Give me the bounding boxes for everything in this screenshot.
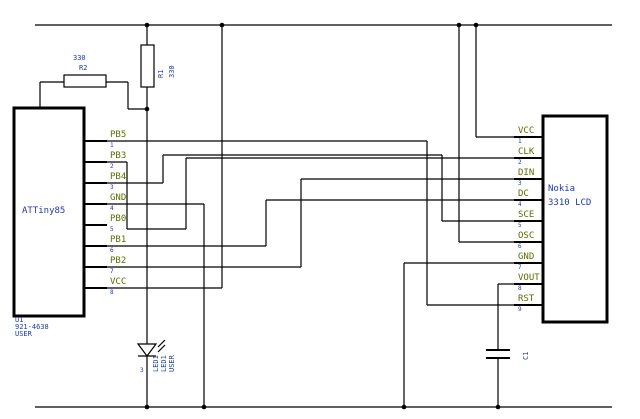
led-ref: LED1 xyxy=(152,355,160,372)
led-pin-num: 3 xyxy=(140,367,144,374)
mcu-pin-label-pb3: PB3 xyxy=(110,151,126,161)
lcd-pin-label-dc: DC xyxy=(518,189,529,199)
mcu-pin-num-4: 4 xyxy=(110,205,114,212)
junction-lcdvcc-top xyxy=(473,22,479,28)
r2-value: 330 xyxy=(73,54,86,62)
lcd-pin-label-sce: SCE xyxy=(518,210,534,220)
mcu-pin-num-2: 2 xyxy=(110,163,114,170)
lcd-pin-label-clk: CLK xyxy=(518,147,535,157)
mcu-part: 921-4638 xyxy=(15,323,49,331)
led-name: LED1 xyxy=(160,355,168,372)
lcd-pin-num-3: 3 xyxy=(518,180,522,187)
lcd-pin-num-6: 6 xyxy=(518,243,522,250)
junction-osc-top xyxy=(456,22,462,28)
lcd-pin-num-1: 1 xyxy=(518,138,522,145)
r2-ref: R2 xyxy=(79,64,87,72)
led-arrow-2 xyxy=(157,344,166,353)
lcd-pin-num-8: 8 xyxy=(518,285,522,292)
c1-ref: C1 xyxy=(522,352,530,360)
lcd-pin-label-vout: VOUT xyxy=(518,273,540,283)
r1-value: 330 xyxy=(168,65,176,78)
junction-r1-r2 xyxy=(144,106,150,112)
mcu-pin-label-pb1: PB1 xyxy=(110,235,126,245)
mcu-pin-num-6: 6 xyxy=(110,247,114,254)
r1-ref: R1 xyxy=(157,70,165,78)
r2-body xyxy=(63,74,107,88)
mcu-pin-label-gnd: GND xyxy=(110,193,126,203)
lcd-pin-num-9: 9 xyxy=(518,306,522,313)
mcu-pin-num-5: 5 xyxy=(110,226,114,233)
mcu-pin-label-pb4: PB4 xyxy=(110,172,126,182)
lcd-name-line1: Nokia xyxy=(548,184,575,194)
lcd-pin-num-4: 4 xyxy=(518,201,522,208)
led-user: USER xyxy=(168,354,176,372)
lcd-pin-label-gnd: GND xyxy=(518,252,534,262)
mcu-pin-label-pb0: PB0 xyxy=(110,214,126,224)
mcu-pin-label-pb5: PB5 xyxy=(110,130,126,140)
mcu-user: USER xyxy=(15,330,33,338)
lcd-pin-label-rst: RST xyxy=(518,294,535,304)
mcu-pin-num-7: 7 xyxy=(110,268,114,275)
lcd-pin-label-din: DIN xyxy=(518,168,534,178)
lcd-pin-num-7: 7 xyxy=(518,264,522,271)
mcu-body xyxy=(12,106,86,318)
mcu-pin-label-vcc: VCC xyxy=(110,277,126,287)
junction-mcu-gnd xyxy=(201,404,207,410)
r1-body xyxy=(140,44,155,88)
junction-lcd-gnd xyxy=(401,404,407,410)
mcu-name: ATTiny85 xyxy=(22,206,65,216)
junction-vcc-top xyxy=(219,22,225,28)
lcd-pin-label-osc: OSC xyxy=(518,231,534,241)
lcd-pin-num-5: 5 xyxy=(518,222,522,229)
lcd-pin-num-2: 2 xyxy=(518,159,522,166)
mcu-pin-label-pb2: PB2 xyxy=(110,256,126,266)
led-arrow-1 xyxy=(157,339,166,348)
mcu-ref: U1 xyxy=(15,316,23,324)
lcd-name-line2: 3310 LCD xyxy=(548,198,591,208)
junction-led-gnd xyxy=(144,404,150,410)
led-triangle xyxy=(136,343,158,357)
junction-c1-gnd xyxy=(495,404,501,410)
mcu-pin-num-1: 1 xyxy=(110,142,114,149)
mcu-pin-num-8: 8 xyxy=(110,289,114,296)
mcu-pin-num-3: 3 xyxy=(110,184,114,191)
lcd-pin-label-vcc: VCC xyxy=(518,126,534,136)
lcd-body xyxy=(541,114,609,324)
junction-r1-top xyxy=(144,22,150,28)
